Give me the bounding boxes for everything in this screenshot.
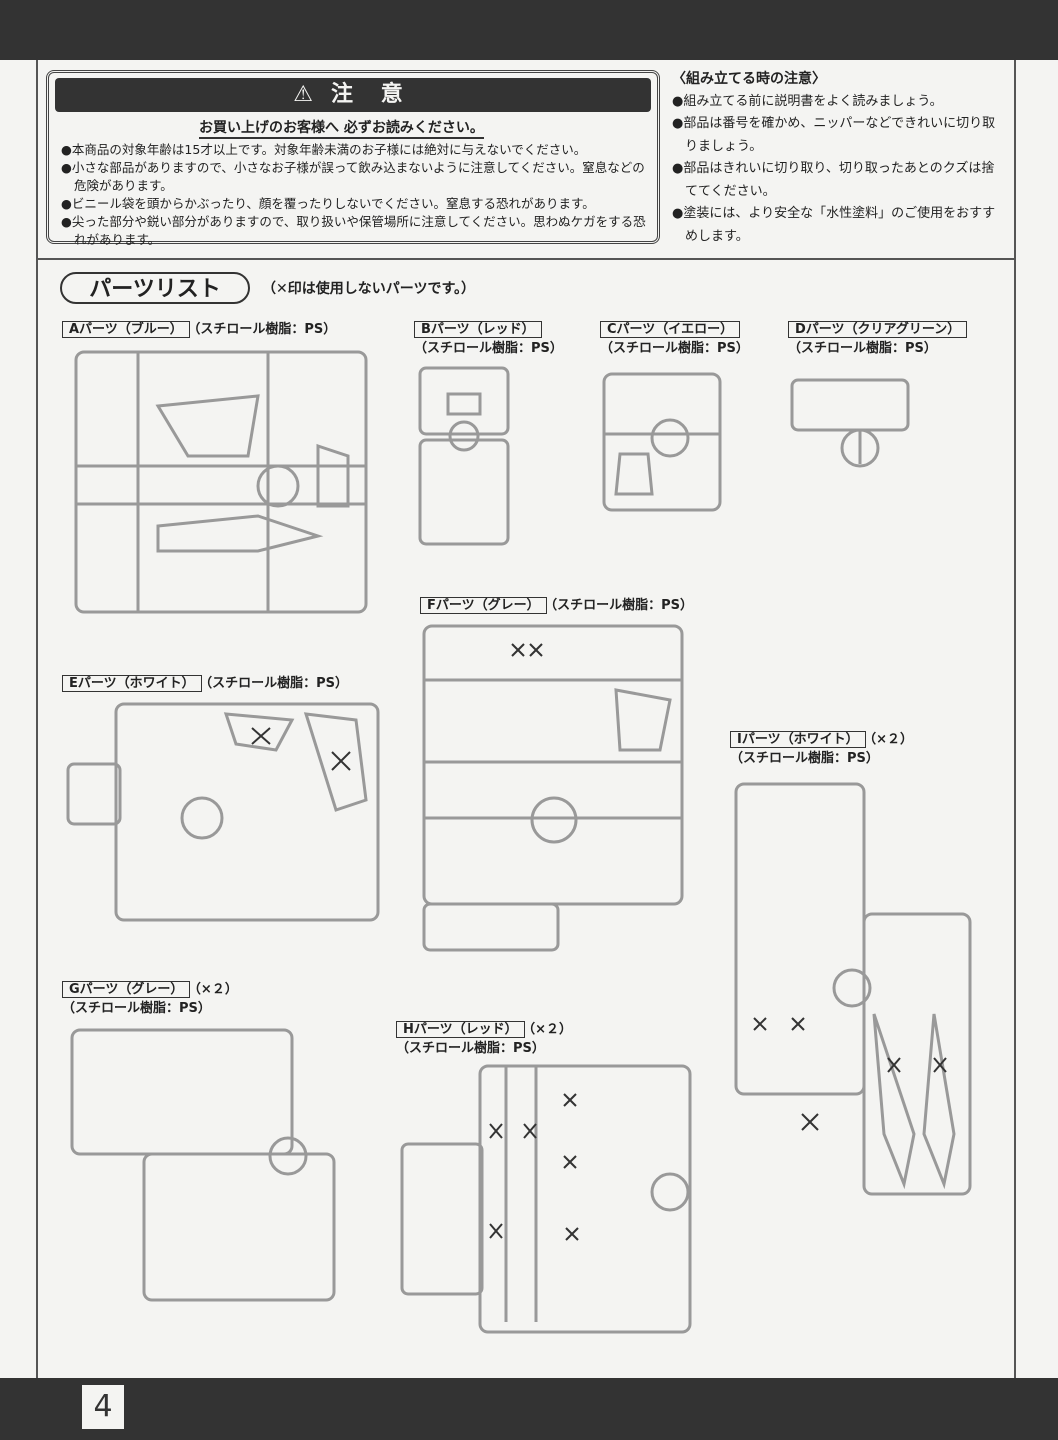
assembly-item: ●部品はきれいに切り取り、切り取ったあとのクズは捨ててください。 — [672, 161, 995, 199]
bottom-bar — [0, 1378, 1058, 1440]
assembly-item: ●部品は番号を確かめ、ニッパーなどできれいに切り取りましょう。 — [672, 116, 996, 154]
part-label-e: Eパーツ（ホワイト）（スチロール樹脂：PS） — [62, 672, 349, 692]
caution-subtitle: お買い上げのお客様へ 必ずお読みください。 — [199, 117, 484, 139]
caution-item: ●ビニール袋を頭からかぶったり、顔を覆ったりしないでください。窒息する恐れがあり… — [61, 196, 595, 211]
part-name: Iパーツ（ホワイト） — [730, 731, 866, 748]
part-name: Fパーツ（グレー） — [420, 597, 547, 614]
sprue-e-diagram — [66, 700, 382, 924]
caution-item: ●本商品の対象年齢は15才以上です。対象年齢未満のお子様には絶対に与えないでくだ… — [61, 142, 587, 157]
part-label-c: Cパーツ（イエロー） （スチロール樹脂：PS） — [600, 318, 749, 356]
sprue-g-diagram — [64, 1024, 342, 1304]
parts-list-title: パーツリスト — [60, 272, 250, 304]
part-material: （スチロール樹脂：PS） — [414, 341, 563, 356]
assembly-item: ●塗装には、より安全な「水性塗料」のご使用をおすすめします。 — [672, 206, 996, 244]
part-label-f: Fパーツ（グレー）（スチロール樹脂：PS） — [420, 594, 694, 614]
part-name: Eパーツ（ホワイト） — [62, 675, 202, 692]
part-label-d: Dパーツ（クリアグリーン） （スチロール樹脂：PS） — [788, 318, 971, 356]
sprue-d-diagram — [788, 364, 912, 474]
part-qty: （×２） — [869, 732, 913, 747]
part-material: （スチロール樹脂：PS） — [788, 341, 937, 356]
warning-icon: ⚠ — [293, 82, 324, 107]
caution-title: 注 意 — [331, 82, 413, 107]
part-label-i: Iパーツ（ホワイト）（×２） （スチロール樹脂：PS） — [730, 728, 913, 766]
sprue-i-diagram — [734, 774, 974, 1198]
part-material: （スチロール樹脂：PS） — [205, 676, 349, 691]
part-material: （スチロール樹脂：PS） — [193, 322, 337, 337]
part-name: Aパーツ（ブルー） — [62, 321, 190, 338]
part-label-a: Aパーツ（ブルー）（スチロール樹脂：PS） — [62, 318, 337, 338]
caution-box: ⚠ 注 意 お買い上げのお客様へ 必ずお読みください。 ●本商品の対象年齢は15才… — [46, 70, 660, 247]
assembly-notes: 〈組み立てる時の注意〉 ●組み立てる前に説明書をよく読みましょう。 ●部品は番号… — [672, 68, 1002, 248]
sprue-b-diagram — [414, 364, 514, 548]
caution-header: ⚠ 注 意 — [55, 78, 651, 112]
sprue-c-diagram — [600, 364, 724, 514]
part-qty: （×２） — [194, 982, 238, 997]
assembly-item: ●組み立てる前に説明書をよく読みましょう。 — [672, 93, 943, 109]
page-frame — [36, 60, 1016, 1378]
part-qty: （×２） — [528, 1022, 573, 1037]
part-label-h: Hパーツ（レッド）（×２） （スチロール樹脂：PS） — [396, 1018, 572, 1056]
assembly-heading: 〈組み立てる時の注意〉 — [672, 71, 826, 87]
part-material: （スチロール樹脂：PS） — [600, 341, 749, 356]
caution-item: ●尖った部分や鋭い部分がありますので、取り扱いや保管場所に注意してください。思わ… — [61, 214, 646, 247]
page-number: 4 — [82, 1385, 124, 1429]
part-name: Gパーツ（グレー） — [62, 981, 191, 998]
part-material: （スチロール樹脂：PS） — [396, 1041, 545, 1056]
part-name: Hパーツ（レッド） — [396, 1021, 525, 1038]
part-material: （スチロール樹脂：PS） — [550, 598, 694, 613]
sprue-a-diagram — [68, 346, 374, 618]
part-name: Bパーツ（レッド） — [414, 321, 542, 338]
sprue-h-diagram — [396, 1062, 694, 1336]
caution-item: ●小さな部品がありますので、小さなお子様が誤って飲み込まないように注意してくださ… — [61, 160, 645, 193]
sprue-f-diagram — [420, 620, 688, 956]
part-name: Cパーツ（イエロー） — [600, 321, 741, 338]
part-material: （スチロール樹脂：PS） — [730, 751, 879, 766]
part-label-g: Gパーツ（グレー）（×２） （スチロール樹脂：PS） — [62, 978, 238, 1016]
caution-list: ●本商品の対象年齢は15才以上です。対象年齢未満のお子様には絶対に与えないでくだ… — [61, 141, 655, 249]
parts-list-note: （✕印は使用しないパーツです。） — [262, 281, 476, 297]
section-divider — [36, 258, 1016, 260]
part-name: Dパーツ（クリアグリーン） — [788, 321, 968, 338]
part-label-b: Bパーツ（レッド） （スチロール樹脂：PS） — [414, 318, 563, 356]
part-material: （スチロール樹脂：PS） — [62, 1001, 211, 1016]
top-bar — [0, 0, 1058, 60]
